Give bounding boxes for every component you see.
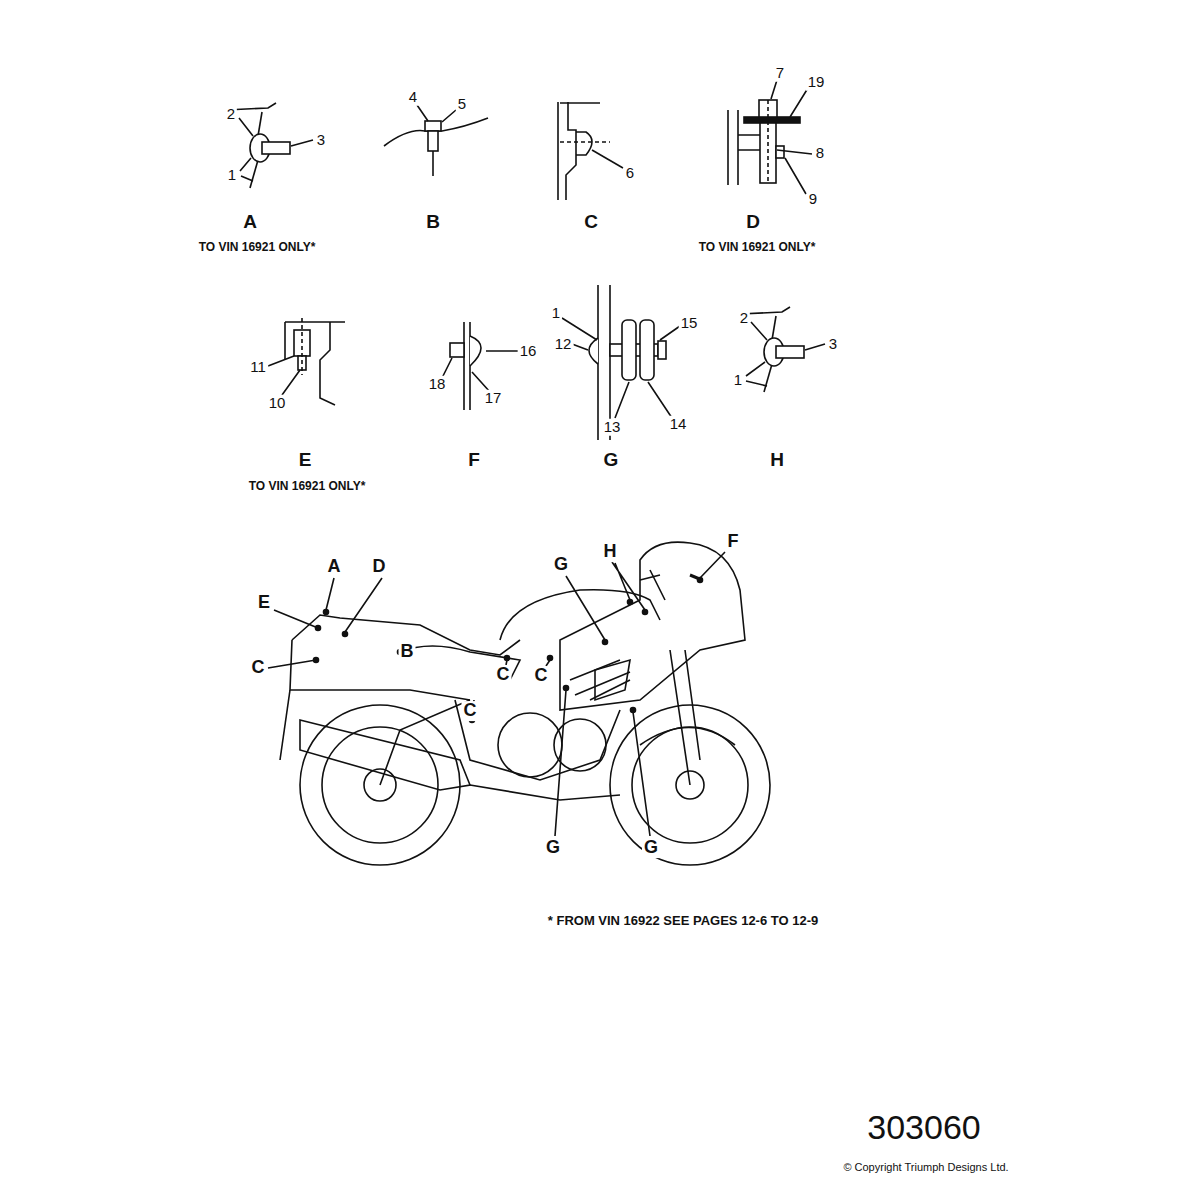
- location-letter: A: [326, 557, 343, 577]
- vin-note: TO VIN 16921 ONLY*: [697, 241, 818, 254]
- callout-number: 14: [668, 416, 689, 433]
- detail-a: [226, 103, 313, 188]
- detail-letter: A: [241, 212, 259, 233]
- detail-g: [562, 285, 680, 440]
- detail-c: [558, 102, 623, 200]
- detail-letter: C: [582, 212, 600, 233]
- figure-number: 303060: [865, 1109, 982, 1146]
- vin-note: TO VIN 16921 ONLY*: [247, 480, 368, 493]
- locator-leaders: [268, 552, 725, 836]
- callout-number: 13: [602, 419, 623, 436]
- callout-number: 10: [267, 395, 288, 412]
- location-letter: C: [462, 701, 479, 721]
- location-letter: C: [533, 666, 550, 686]
- detail-letter: E: [297, 450, 314, 471]
- location-letter: G: [552, 555, 570, 575]
- location-letter: F: [726, 532, 741, 552]
- callout-number: 5: [456, 96, 468, 113]
- location-letter: G: [642, 838, 660, 858]
- callout-number: 16: [518, 343, 539, 360]
- callout-number: 3: [315, 132, 327, 149]
- detail-f: [442, 322, 518, 410]
- callout-number: 4: [407, 89, 419, 106]
- callout-number: 1: [732, 372, 744, 389]
- detail-letter: H: [768, 450, 786, 471]
- callout-number: 3: [827, 336, 839, 353]
- detail-letter: F: [466, 450, 482, 471]
- callout-number: 2: [225, 106, 237, 123]
- copyright-note: © Copyright Triumph Designs Ltd.: [841, 1161, 1010, 1173]
- callout-number: 8: [814, 145, 826, 162]
- location-letter: D: [371, 557, 388, 577]
- location-letter: E: [256, 593, 272, 613]
- location-letter: H: [602, 542, 619, 562]
- callout-number: 19: [806, 74, 827, 91]
- callout-number: 2: [738, 310, 750, 327]
- motorcycle-outline: [280, 542, 770, 865]
- callout-number: 1: [226, 167, 238, 184]
- callout-number: 6: [624, 165, 636, 182]
- footnote: * FROM VIN 16922 SEE PAGES 12-6 TO 12-9: [546, 914, 820, 928]
- callout-number: 9: [807, 191, 819, 208]
- location-letter: C: [495, 665, 512, 685]
- callout-number: 12: [553, 336, 574, 353]
- detail-h: [740, 307, 825, 392]
- location-letter: C: [250, 658, 267, 678]
- location-letter: B: [399, 642, 416, 662]
- callout-number: 17: [483, 390, 504, 407]
- callout-number: 7: [774, 65, 786, 82]
- callout-number: 15: [679, 315, 700, 332]
- vin-note: TO VIN 16921 ONLY*: [197, 241, 318, 254]
- detail-e: [268, 318, 345, 405]
- callout-number: 1: [550, 305, 562, 322]
- callout-number: 18: [427, 376, 448, 393]
- detail-b: [384, 105, 488, 176]
- detail-d: [728, 80, 812, 194]
- callout-number: 11: [248, 359, 268, 376]
- detail-letter: G: [602, 450, 621, 471]
- location-letter: G: [544, 838, 562, 858]
- detail-letter: D: [744, 212, 762, 233]
- detail-letter: B: [424, 212, 442, 233]
